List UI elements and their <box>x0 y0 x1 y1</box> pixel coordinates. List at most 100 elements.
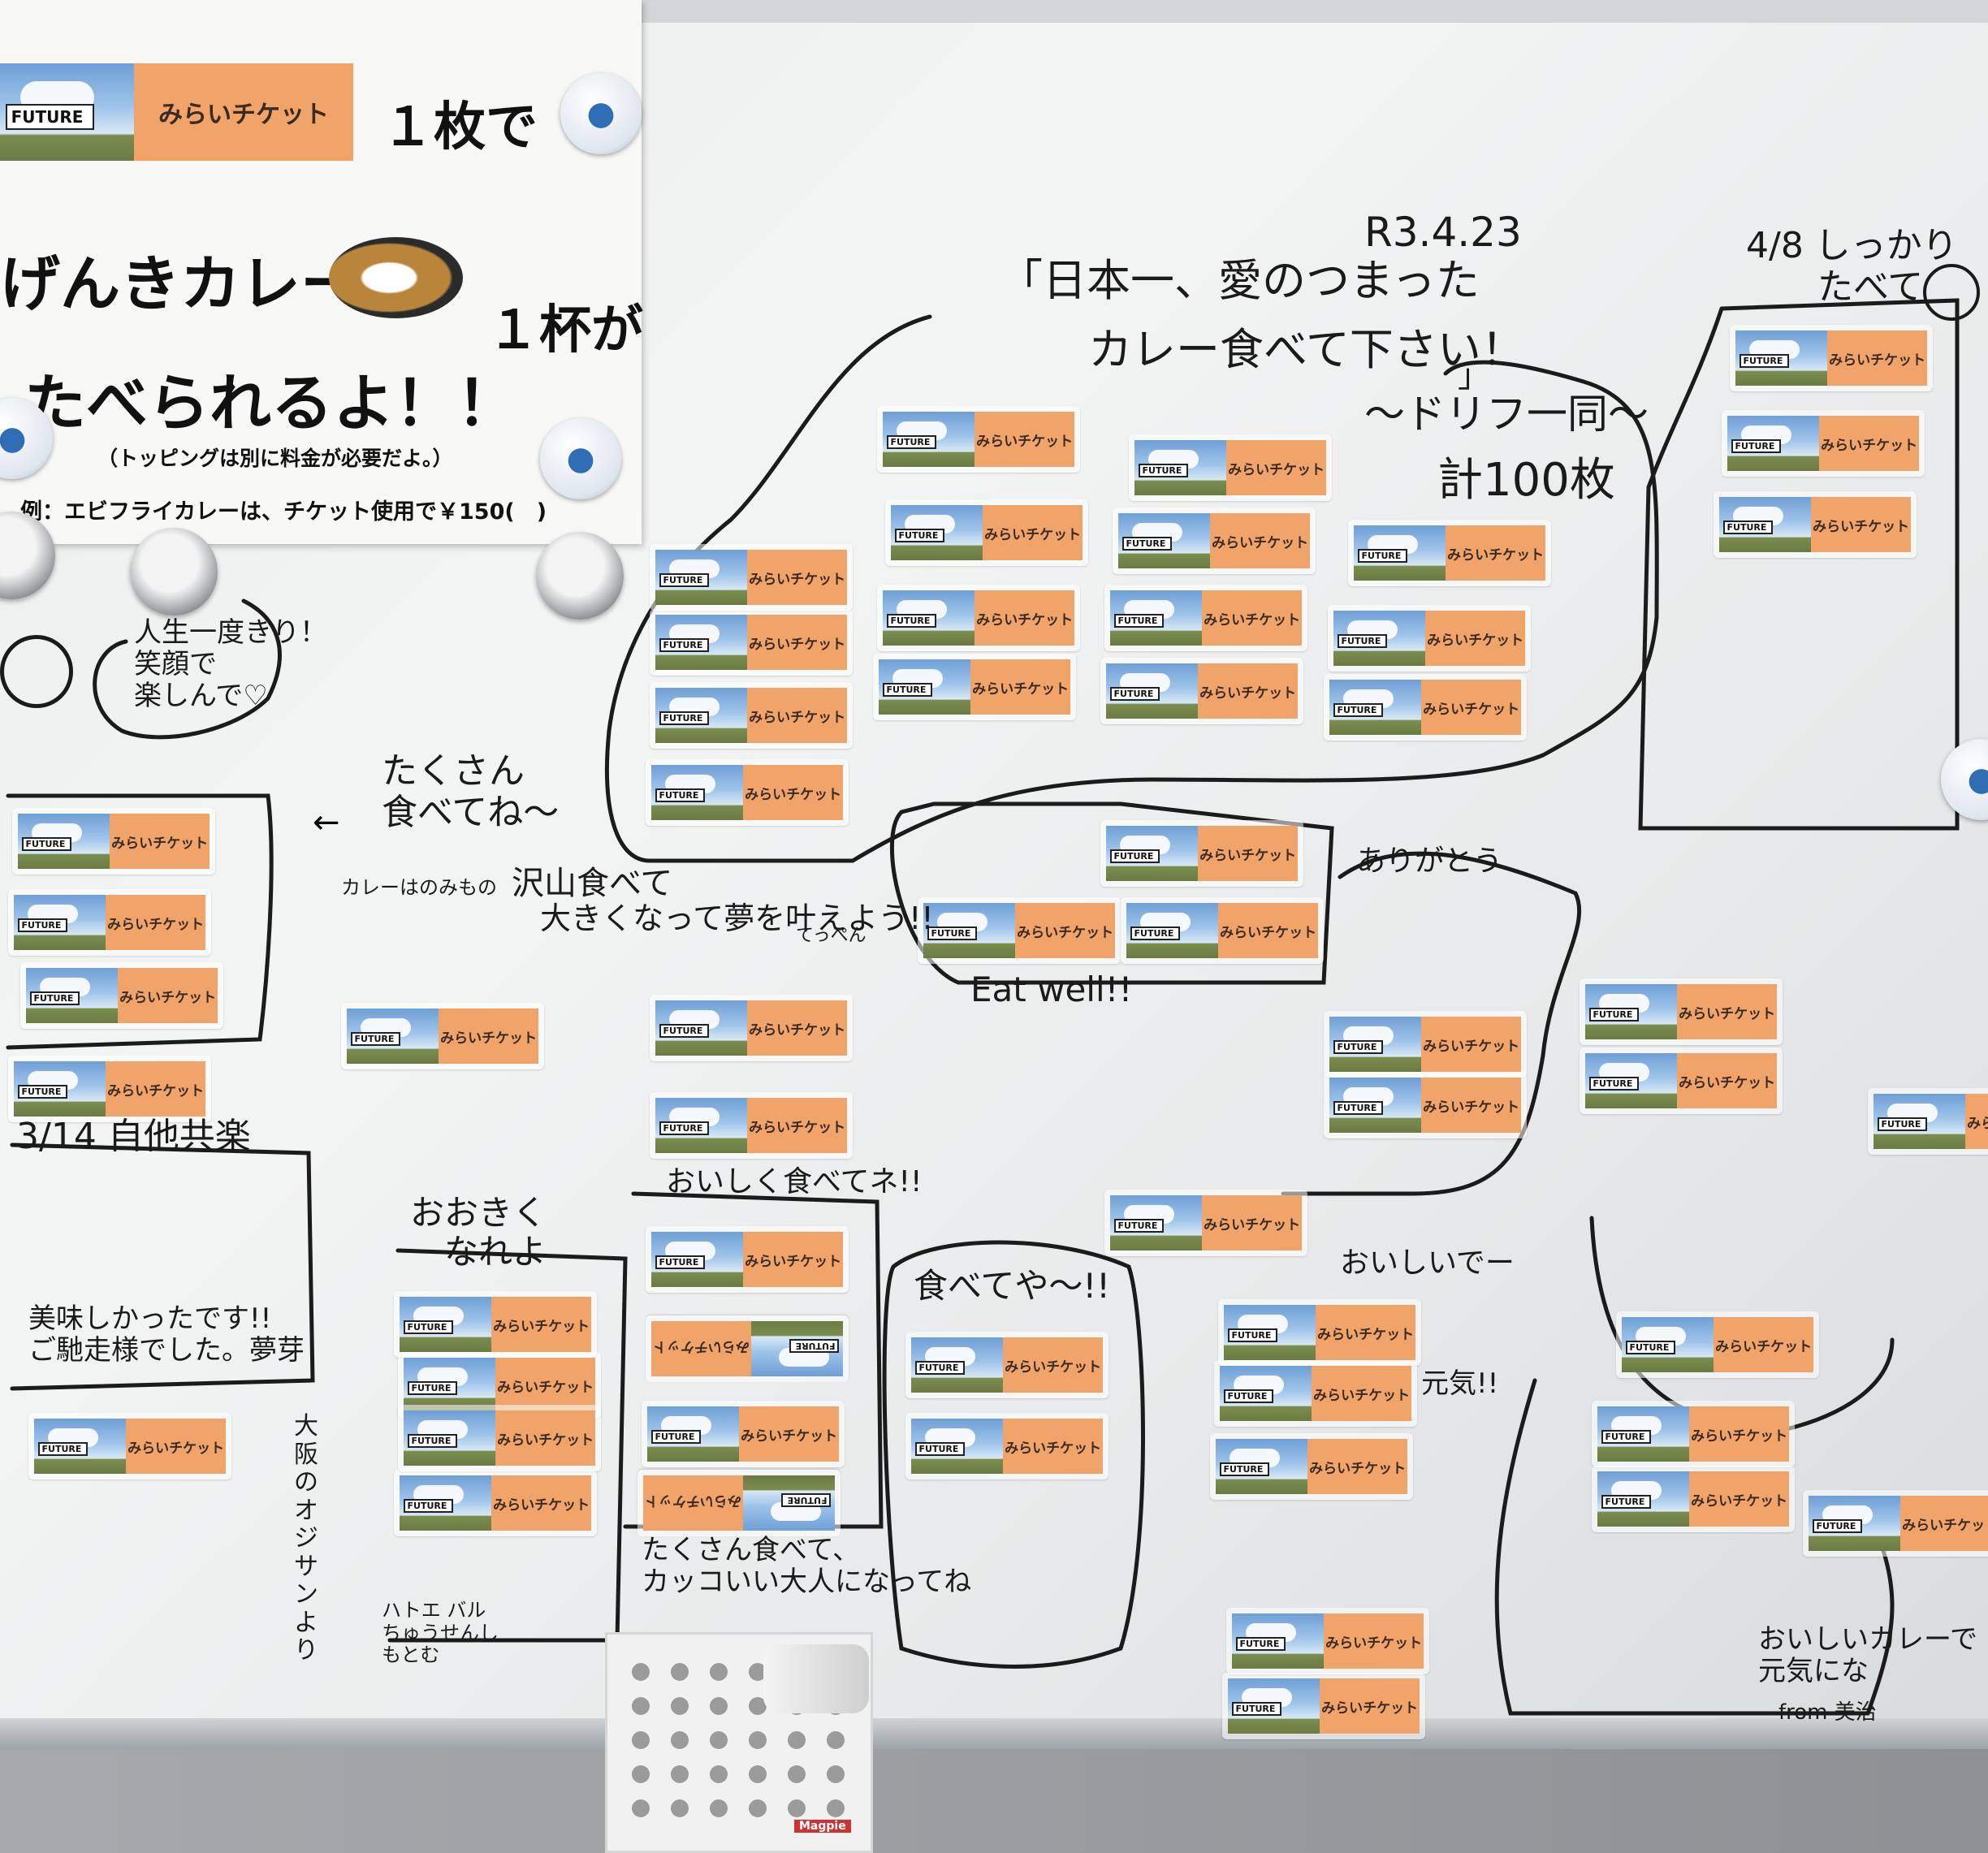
ticket-label: みらいチケット <box>1003 1337 1103 1393</box>
future-sign: FUTURE <box>1588 1076 1640 1091</box>
cup-hole <box>827 1799 845 1817</box>
poster-sheet: FUTURE みらいチケット １枚で げんきカレー １杯が たべられるよ！！ （… <box>0 0 643 544</box>
ticket-sky-image: FUTURE <box>655 1098 748 1153</box>
round-magnet <box>130 528 218 616</box>
future-sign: FUTURE <box>655 788 706 802</box>
ticket-label: みらいチケット <box>1324 1613 1424 1669</box>
cup-hole <box>710 1697 728 1715</box>
future-sign: FUTURE <box>5 104 95 131</box>
ticket-label: みらいチケット <box>747 550 847 605</box>
tape-dispenser <box>763 1644 869 1713</box>
note-hatoe: ハトエ バル ちゅうせんし もとむ <box>382 1599 499 1667</box>
future-sign: FUTURE <box>650 1429 702 1444</box>
ticket-sky-image: FUTURE <box>879 659 971 715</box>
ticket-label: みらいチケット <box>1965 1094 1988 1149</box>
note-nihonichi-line1: 「日本一、愛のつまった <box>999 255 1480 306</box>
ticket-label: みらいチケット <box>1218 903 1318 958</box>
note-total: 計100枚 <box>1437 454 1615 507</box>
ticket-sky-image: FUTURE <box>0 63 134 161</box>
note-yume-line1: 沢山食べて <box>512 865 673 902</box>
hand-icon <box>1923 264 1980 321</box>
future-sign: FUTURE <box>17 918 68 932</box>
future-sign: FUTURE <box>789 1339 840 1354</box>
ticket-label: みらいチケット <box>739 1406 839 1462</box>
ticket-label: みらいチケット <box>1421 1017 1521 1072</box>
curry-plate-icon <box>329 237 463 318</box>
note-curry-drink: カレーはのみもの <box>341 876 497 899</box>
smiley-face-icon <box>0 635 73 708</box>
ticket-label: みらいチケット <box>110 814 210 869</box>
ticket-sky-image: FUTURE <box>655 550 748 605</box>
future-sign: FUTURE <box>1113 1218 1165 1233</box>
ticket-sky-image: FUTURE <box>1220 1366 1312 1421</box>
note-date: R3.4.23 <box>1364 209 1522 256</box>
future-sign: FUTURE <box>894 528 945 542</box>
ticket-label: みらいチケット <box>1900 1496 1988 1551</box>
future-sign: FUTURE <box>886 434 937 449</box>
cup-hole <box>788 1799 806 1817</box>
future-sign: FUTURE <box>1731 438 1782 453</box>
ticket-sky-image: FUTURE <box>347 1009 439 1064</box>
badge-icon <box>540 418 621 499</box>
note-drift: 〜ドリフ一同〜 <box>1364 391 1649 438</box>
ticket-sky-image: FUTURE <box>1809 1496 1901 1551</box>
future-sign: FUTURE <box>1333 702 1384 717</box>
ticket-sky-image: FUTURE <box>655 688 748 743</box>
poster-count-text: １枚で <box>382 97 538 158</box>
ticket-sky-image: FUTURE <box>26 968 119 1023</box>
future-sign: FUTURE <box>1121 536 1173 551</box>
ticket-sky-image: FUTURE <box>923 903 1016 958</box>
cup-hole <box>710 1663 728 1681</box>
poster-ticket: FUTURE みらいチケット <box>0 63 353 161</box>
note-ookiku: おおきく なれよ <box>410 1193 547 1272</box>
ticket-sky-image: FUTURE <box>883 590 975 646</box>
cup-hole <box>632 1731 650 1749</box>
ticket-sky-image: FUTURE <box>1597 1471 1690 1527</box>
future-sign: FUTURE <box>403 1320 454 1334</box>
cup-hole <box>632 1765 650 1783</box>
ticket-sky-image: FUTURE <box>1106 663 1199 719</box>
future-sign: FUTURE <box>1109 849 1160 863</box>
future-sign: FUTURE <box>1601 1429 1652 1444</box>
cup-hole <box>749 1663 767 1681</box>
ticket-sky-image: FUTURE <box>400 1475 492 1531</box>
ticket-sky-image: FUTURE <box>655 1000 748 1056</box>
cup-hole <box>632 1663 650 1681</box>
ticket-label: みらいチケット <box>983 505 1083 560</box>
note-oishii-curry: おいしいカレーで 元気にな <box>1758 1623 1977 1688</box>
future-sign: FUTURE <box>403 1498 454 1513</box>
ticket-sky-image: FUTURE <box>1118 513 1211 568</box>
ticket-label: みらいチケット <box>495 1358 595 1413</box>
future-sign: FUTURE <box>29 991 80 1005</box>
cup-hole <box>671 1765 689 1783</box>
ticket-sky-image: FUTURE <box>1727 416 1820 471</box>
note-teppen: てっぺん <box>796 926 867 946</box>
marker-tray <box>0 1718 1988 1749</box>
ticket-label: みらいチケット <box>439 1009 538 1064</box>
round-magnet <box>536 532 624 620</box>
cup-hole <box>710 1731 728 1749</box>
